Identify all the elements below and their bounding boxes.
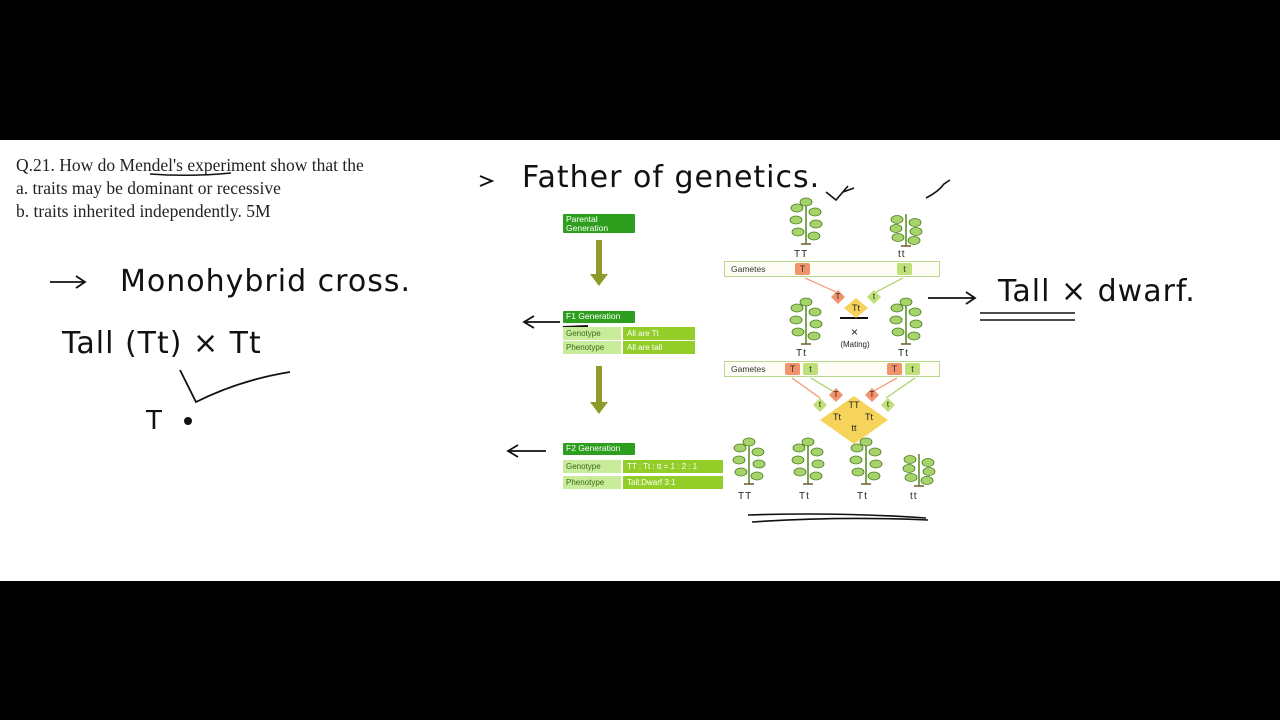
- gametes-row-2: Gametes T t T t: [724, 361, 940, 377]
- f2-plant-label-3: Tt: [857, 491, 868, 502]
- whiteboard: Q.21. How do Mendel's experiment show th…: [0, 140, 1280, 581]
- handwritten-monohybrid-cross: Monohybrid cross.: [120, 264, 411, 299]
- branch-line: [179, 369, 291, 404]
- pea-plant-icon: [732, 437, 766, 485]
- ink-strokes: [50, 172, 1075, 523]
- pea-plant-icon: [789, 297, 823, 345]
- pea-plant-icon: [849, 437, 883, 485]
- underline-f2-2: [751, 517, 929, 523]
- question-text: Q.21. How do Mendel's experiment show th…: [16, 154, 364, 223]
- f2-plant-label-2: Tt: [799, 491, 810, 502]
- generation-arrows: [590, 240, 608, 414]
- mating-cross-symbol: ×: [851, 325, 860, 339]
- f2-diamond-Tt-right: Tt: [865, 412, 873, 422]
- pea-plant-icon: [889, 214, 923, 247]
- handwritten-tall-cross: Tall (Tt) × Tt: [62, 326, 262, 361]
- f2-genotype-row: Genotype TT : Tt : tt = 1 : 2 : 1: [563, 460, 723, 473]
- pea-plant-icon: [889, 297, 923, 345]
- gamete-chip-T: T: [795, 263, 810, 275]
- question-line-2: a. traits may be dominant or recessive: [16, 178, 281, 198]
- arrow-father: [479, 175, 495, 187]
- f1-phenotype-row: Phenotype All are tall: [563, 341, 695, 354]
- pea-plants-layer: [732, 197, 936, 487]
- f2-diamond-tt: tt: [851, 423, 857, 433]
- f2-diamond-TT: TT: [848, 400, 860, 410]
- gamete-chip-t: t: [897, 263, 912, 275]
- gamete-chip-t-left: t: [803, 363, 818, 375]
- parent-right-label: tt: [898, 249, 906, 260]
- underline-genotype: [562, 325, 589, 328]
- f1-diamond-T: T: [835, 292, 841, 301]
- f2-diamond-t-right: t: [886, 400, 890, 409]
- arrow-to-tall-dwarf: [928, 291, 977, 305]
- check-mark-2: [925, 179, 951, 199]
- f2-diamond: [791, 377, 916, 444]
- gamete-chip-T-right: T: [887, 363, 902, 375]
- pea-plant-icon: [789, 197, 823, 245]
- f1-right-label: Tt: [898, 348, 909, 359]
- parental-generation-label: Parental Generation: [563, 214, 635, 233]
- underline-mendels: [149, 172, 232, 177]
- gamete-chip-T-left: T: [785, 363, 800, 375]
- underline-f2-1: [747, 513, 927, 519]
- mating-label: (Mating): [840, 340, 870, 349]
- handwritten-t-label: T: [146, 406, 163, 436]
- f2-diamond-t-left: t: [818, 400, 822, 409]
- handwritten-tall-x-dwarf: Tall × dwarf.: [998, 274, 1196, 309]
- pea-plant-icon: [902, 454, 936, 487]
- f2-diamond-T-right: T: [869, 390, 875, 399]
- f1-generation-label: F1 Generation: [563, 311, 635, 323]
- pea-plant-icon: [791, 437, 825, 485]
- f1-genotype-row: Genotype All are Tt: [563, 327, 695, 340]
- parent-left-label: TT: [794, 249, 809, 260]
- question-line-3: b. traits inherited independently. 5M: [16, 201, 271, 221]
- gamete-chip-t-right: t: [905, 363, 920, 375]
- arrow-monohybrid: [50, 275, 87, 289]
- f2-phenotype-row: Phenotype Tall:Dwarf 3:1: [563, 476, 723, 489]
- f1-diamond-Tt: Tt: [852, 303, 860, 313]
- ink-dot: [184, 417, 192, 425]
- check-mark-1: [825, 185, 855, 202]
- f1-left-label: Tt: [796, 348, 807, 359]
- f2-plant-label-4: tt: [910, 491, 918, 502]
- gametes-row-1: Gametes T t: [724, 261, 940, 277]
- arrow-to-f1: [522, 315, 560, 329]
- f1-diamond: [804, 277, 904, 318]
- arrow-to-f2: [506, 444, 546, 458]
- f2-diamond-Tt-left: Tt: [833, 412, 841, 422]
- f2-plant-label-1: TT: [738, 491, 753, 502]
- f2-generation-label: F2 Generation: [563, 443, 635, 455]
- handwritten-father-of-genetics: Father of genetics.: [522, 160, 821, 195]
- f2-diamond-T-left: T: [833, 390, 839, 399]
- f1-diamond-t: t: [872, 292, 876, 301]
- question-line-1: Q.21. How do Mendel's experiment show th…: [16, 155, 364, 175]
